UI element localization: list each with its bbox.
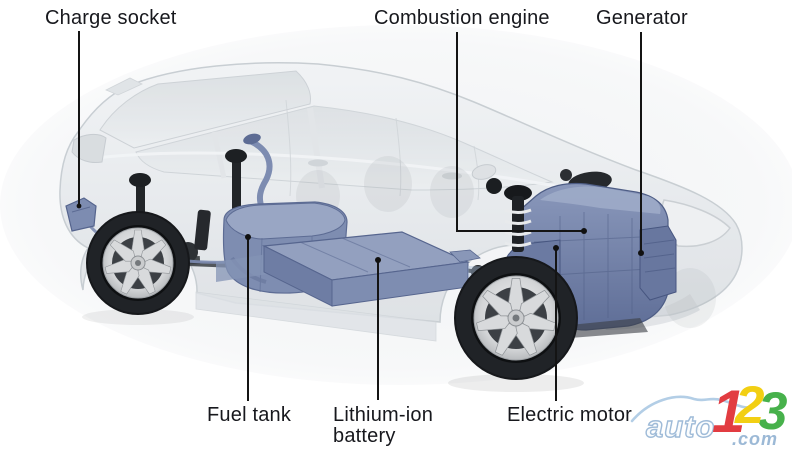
tail-light	[71, 133, 107, 163]
rear-damper	[194, 209, 211, 251]
label-combustion-engine: Combustion engine	[374, 7, 550, 29]
rocker-sill	[195, 291, 437, 342]
label-electric-motor: Electric motor	[507, 404, 633, 426]
logo-digit-1: 1	[712, 378, 746, 445]
fuel-filler-pipe	[243, 133, 273, 211]
intake-manifold	[540, 186, 661, 214]
battery-connector	[449, 249, 481, 263]
rear-spoiler	[105, 77, 143, 96]
logo-car-swoosh-icon	[630, 395, 757, 423]
leader-lines	[78, 31, 642, 401]
leader-dots	[76, 203, 644, 263]
leader-combustion-engine	[456, 32, 583, 232]
b-pillar	[307, 107, 325, 189]
far-front-wheel-ghost	[664, 268, 716, 328]
rear-wheel	[86, 211, 190, 315]
logo-tld-com: .com	[732, 429, 779, 449]
label-lithium-ion-battery: Lithium-ion battery	[333, 404, 434, 447]
rear-window	[99, 70, 311, 149]
label-fuel-tank: Fuel tank	[207, 404, 292, 426]
generator-component	[639, 225, 677, 301]
side-mirror	[471, 164, 497, 180]
logo-word-auto: auto	[645, 409, 716, 444]
auto123-logo: auto 1 2 3 .com	[586, 378, 792, 453]
logo-digit-2: 2	[735, 376, 765, 435]
c-pillar	[211, 131, 227, 179]
door-handle	[308, 159, 328, 167]
front-wheel	[454, 256, 578, 380]
label-generator: Generator	[596, 7, 688, 29]
battery-component	[216, 231, 540, 307]
logo-digit-3: 3	[758, 382, 788, 441]
label-charge-socket: Charge socket	[45, 7, 177, 29]
front-suspension-strut	[486, 178, 532, 252]
